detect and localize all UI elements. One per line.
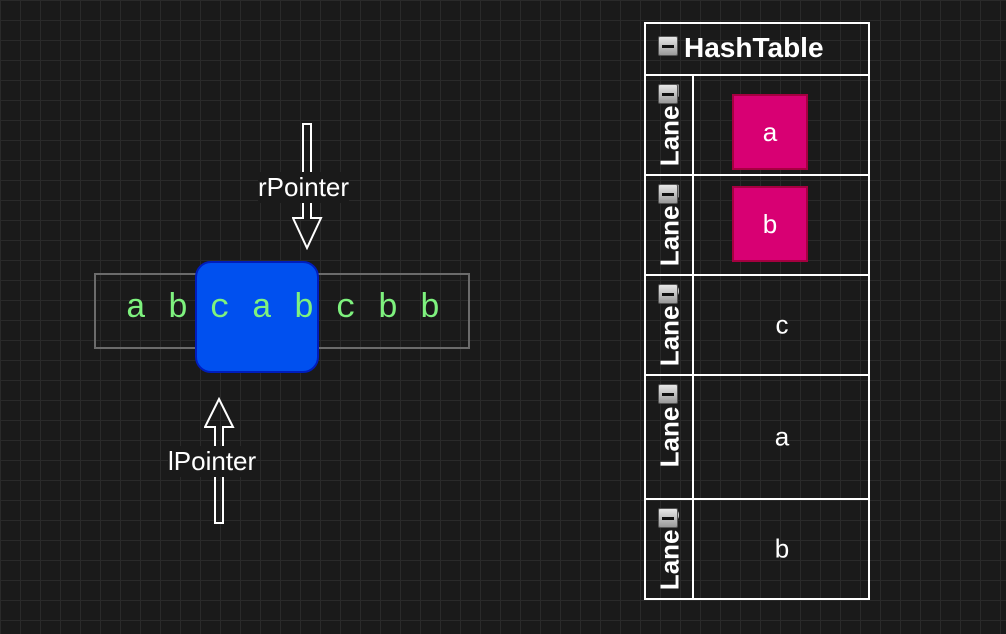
- r-pointer-arrow: [292, 123, 323, 250]
- lane-cell: b: [696, 176, 868, 274]
- collapse-icon[interactable]: [658, 84, 678, 104]
- char: c: [335, 290, 357, 328]
- lane: Lane 1 a: [646, 76, 868, 176]
- hashtable-header: HashTable: [646, 24, 868, 76]
- hashtable-title: HashTable: [684, 32, 824, 63]
- char: a: [125, 290, 147, 328]
- lane-cell: a: [696, 76, 868, 174]
- hash-value: b: [774, 533, 790, 564]
- lane-header: Lane 3: [646, 276, 694, 374]
- char: c: [209, 290, 231, 328]
- lane-cell: c: [696, 276, 868, 374]
- lane-header: Lane: [646, 376, 694, 498]
- collapse-icon[interactable]: [658, 184, 678, 204]
- sliding-window: [195, 261, 319, 373]
- char: b: [167, 290, 189, 328]
- lane-header: Lane 3: [646, 500, 694, 598]
- hash-entry: b: [732, 186, 808, 262]
- lane-label: Lane: [654, 406, 685, 468]
- lane: Lane 3 b: [646, 500, 868, 598]
- collapse-icon[interactable]: [658, 284, 678, 304]
- hashtable-pool: HashTable Lane 1 a Lane 2 b Lane 3 c Lan…: [644, 22, 870, 600]
- char: b: [419, 290, 441, 328]
- char: a: [251, 290, 273, 328]
- lane-cell: a: [696, 376, 868, 498]
- l-pointer-arrow: [204, 397, 235, 524]
- collapse-icon[interactable]: [658, 508, 678, 528]
- lane-cell: b: [696, 500, 868, 598]
- hash-value: a: [774, 421, 790, 452]
- char: b: [377, 290, 399, 328]
- hash-value: c: [775, 309, 789, 340]
- collapse-icon[interactable]: [658, 36, 678, 56]
- r-pointer-label: rPointer: [258, 172, 350, 203]
- lane-header: Lane 2: [646, 176, 694, 274]
- collapse-icon[interactable]: [658, 384, 678, 404]
- lane: Lane 2 b: [646, 176, 868, 276]
- lane: Lane 3 c: [646, 276, 868, 376]
- l-pointer-label: lPointer: [168, 446, 257, 477]
- lane: Lane a: [646, 376, 868, 500]
- char: b: [293, 290, 315, 328]
- string-chars: a b c a b c b b: [115, 290, 451, 328]
- lane-header: Lane 1: [646, 76, 694, 174]
- hash-entry: a: [732, 94, 808, 170]
